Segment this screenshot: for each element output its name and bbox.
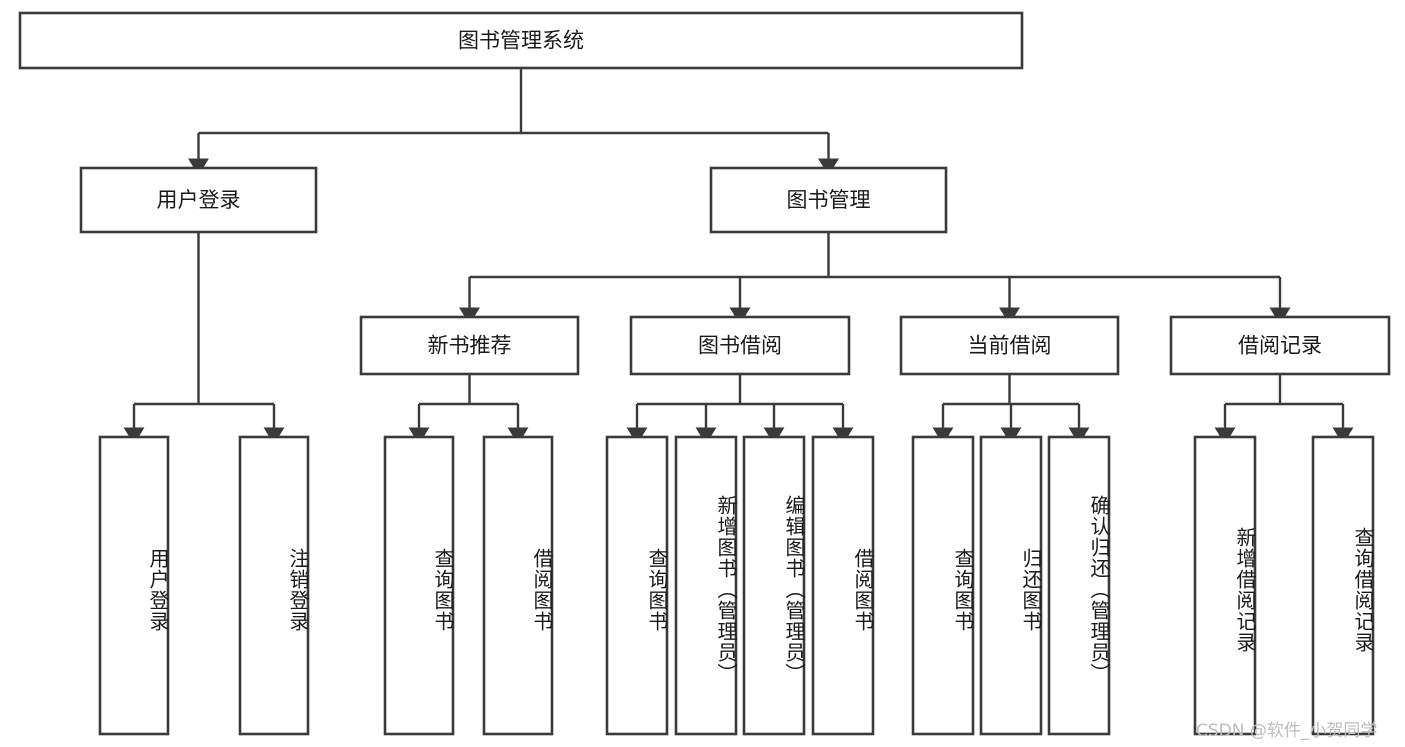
- node-leaf-3[interactable]: [482, 435, 554, 736]
- node-boxes: [18, 11, 1391, 736]
- node-level3-0-label: 新书推荐: [428, 334, 512, 358]
- node-leaf-8[interactable]: [911, 435, 975, 736]
- node-root[interactable]: [18, 11, 1024, 70]
- node-leaf-11[interactable]: [1193, 435, 1257, 736]
- node-leaf-9[interactable]: [979, 435, 1043, 736]
- connector-lines: [123, 68, 1354, 445]
- node-level2-0[interactable]: [79, 166, 318, 234]
- node-level3-2[interactable]: [899, 315, 1120, 376]
- node-leaf-10[interactable]: [1047, 435, 1111, 736]
- node-root-label: 图书管理系统: [458, 29, 584, 53]
- node-leaf-12[interactable]: [1311, 435, 1375, 736]
- node-level3-3[interactable]: [1169, 315, 1391, 376]
- node-level3-1-label: 图书借阅: [698, 334, 782, 358]
- node-leaf-5[interactable]: [674, 435, 738, 736]
- node-leaf-2[interactable]: [383, 435, 455, 736]
- node-level3-2-label: 当前借阅: [968, 334, 1052, 358]
- watermark-credit: CSDN @软件_小贺同学: [1196, 721, 1378, 741]
- node-leaf-1[interactable]: [238, 435, 310, 736]
- node-level3-0[interactable]: [359, 315, 580, 376]
- node-leaf-7[interactable]: [811, 435, 875, 736]
- node-leaf-0[interactable]: [98, 435, 170, 736]
- node-level2-0-label: 用户登录: [157, 188, 241, 212]
- node-leaf-4[interactable]: [605, 435, 669, 736]
- node-leaf-6[interactable]: [742, 435, 806, 736]
- node-level2-1[interactable]: [709, 166, 948, 234]
- node-level3-3-label: 借阅记录: [1238, 334, 1322, 358]
- node-level3-1[interactable]: [629, 315, 851, 376]
- node-level2-1-label: 图书管理: [787, 188, 871, 212]
